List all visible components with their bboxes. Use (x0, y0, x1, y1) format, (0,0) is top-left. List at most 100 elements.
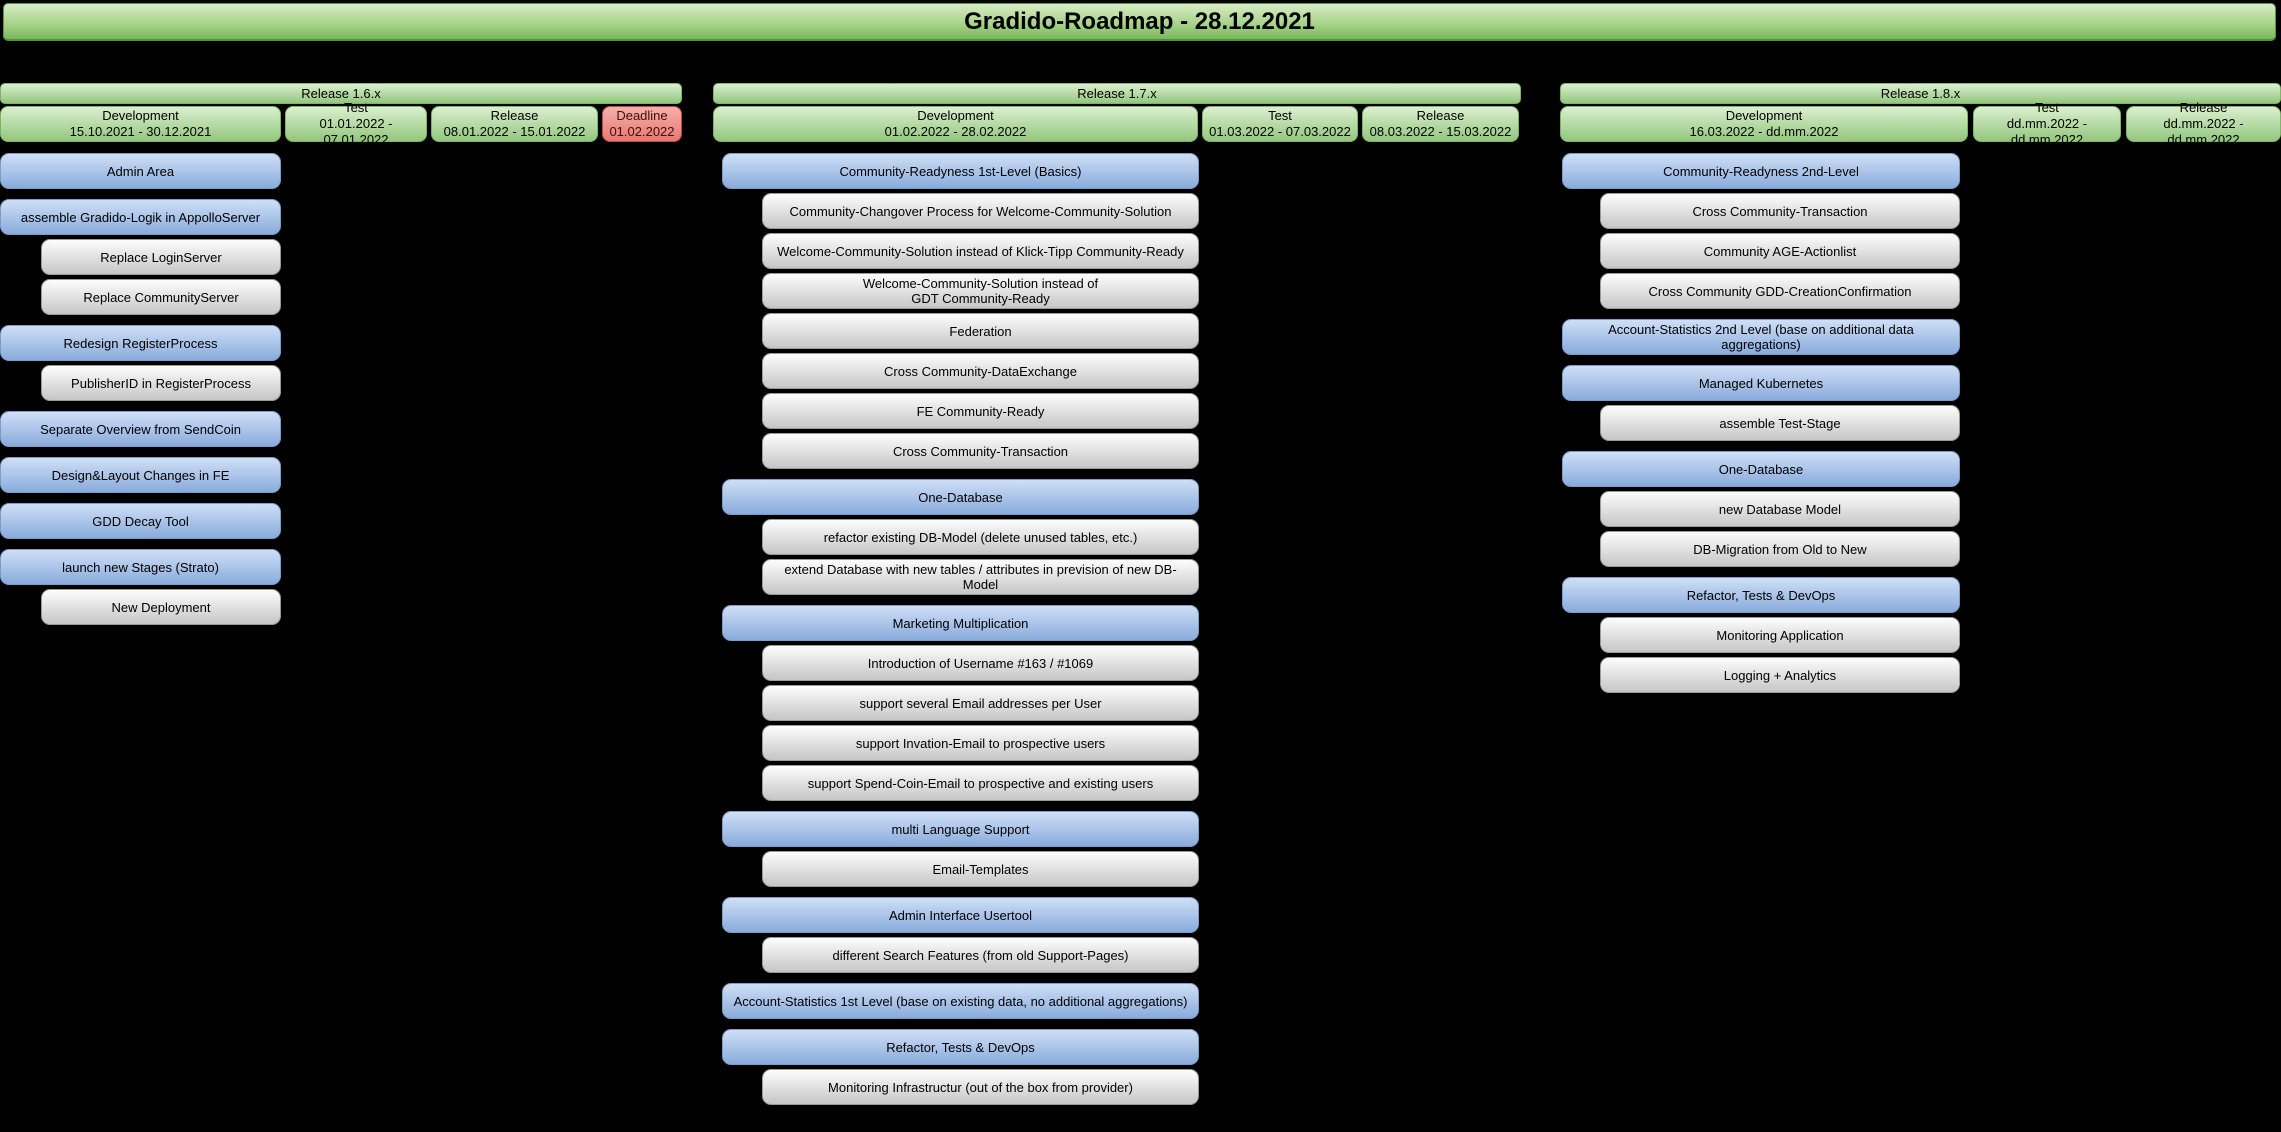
phase-dates: dd.mm.2022 - dd.mm.2022 (2163, 116, 2244, 147)
task-child-box: support Invation-Email to prospective us… (762, 725, 1199, 761)
task-child-box: Cross Community GDD-CreationConfirmation (1600, 273, 1960, 309)
page-title: Gradido-Roadmap - 28.12.2021 (3, 3, 2276, 41)
task-label: Account-Statistics 1st Level (base on ex… (733, 993, 1188, 1009)
task-child-box: Community AGE-Actionlist (1600, 233, 1960, 269)
task-child-box: New Deployment (41, 589, 281, 625)
task-label: FE Community-Ready (916, 403, 1045, 419)
phase-dates: 15.10.2021 - 30.12.2021 (69, 124, 212, 139)
task-label: assemble Gradido-Logik in AppolloServer (20, 209, 261, 225)
phase-label: Release (1416, 108, 1465, 123)
task-label: Community-Readyness 1st-Level (Basics) (839, 163, 1082, 179)
task-parent-box: Account-Statistics 2nd Level (base on ad… (1562, 319, 1960, 355)
phase-junction-notch (595, 136, 605, 142)
phase-dates: dd.mm.2022 - dd.mm.2022 (2006, 116, 2088, 147)
phase-junction-notch (1195, 136, 1205, 142)
task-label: DB-Migration from Old to New (1693, 541, 1867, 557)
task-label: Replace LoginServer (100, 249, 222, 265)
task-label: Cross Community-Transaction (892, 443, 1069, 459)
phase-dates: 08.03.2022 - 15.03.2022 (1369, 124, 1512, 139)
task-label: Admin Interface Usertool (888, 907, 1033, 923)
task-child-box: Replace CommunityServer (41, 279, 281, 315)
task-parent-box: assemble Gradido-Logik in AppolloServer (0, 199, 281, 235)
task-child-box: PublisherID in RegisterProcess (41, 365, 281, 401)
task-label: Account-Statistics 2nd Level (base on ad… (1608, 322, 1914, 352)
task-child-box: Replace LoginServer (41, 239, 281, 275)
task-child-box: Cross Community-Transaction (1600, 193, 1960, 229)
task-parent-box: Refactor, Tests & DevOps (1562, 577, 1960, 613)
phase-dates: 01.02.2022 (609, 124, 675, 139)
phase-junction-notch (1965, 106, 1976, 112)
task-label: Monitoring Application (1716, 627, 1844, 643)
task-label: Cross Community-DataExchange (884, 363, 1077, 379)
task-label: GDD Decay Tool (92, 513, 189, 529)
task-child-box: Monitoring Infrastructur (out of the box… (762, 1069, 1199, 1105)
phase-label: Development (917, 108, 994, 123)
task-group: Community-Readyness 1st-Level (Basics) Co… (722, 153, 1199, 469)
task-child-box: FE Community-Ready (762, 393, 1199, 429)
phase-dates: 16.03.2022 - dd.mm.2022 (1689, 124, 1839, 139)
task-child-box: assemble Test-Stage (1600, 405, 1960, 441)
task-list: Admin Area assemble Gradido-Logik in Appo… (0, 153, 281, 635)
phase-label: Test (1268, 108, 1292, 123)
task-label: Federation (949, 323, 1012, 339)
task-label: different Search Features (from old Supp… (832, 947, 1129, 963)
phase-label: Release (2179, 100, 2228, 115)
task-label: assemble Test-Stage (1719, 415, 1841, 431)
phase-dates: 01.01.2022 - 07.01.2022 (319, 116, 393, 147)
task-child-box: Cross Community-Transaction (762, 433, 1199, 469)
task-label: refactor existing DB-Model (delete unuse… (823, 529, 1138, 545)
task-group: Account-Statistics 1st Level (base on ex… (722, 983, 1199, 1019)
phase-dates: 08.01.2022 - 15.01.2022 (443, 124, 586, 139)
task-parent-box: GDD Decay Tool (0, 503, 281, 539)
task-label: Admin Area (106, 163, 175, 179)
task-label: Logging + Analytics (1723, 667, 1837, 683)
task-label: PublisherID in RegisterProcess (71, 375, 251, 391)
task-label: Community-Changover Process for Welcome-… (789, 203, 1172, 219)
task-group: Separate Overview from SendCoin (0, 411, 281, 447)
phase-junction-notch (2118, 106, 2129, 112)
phase-label: Development (102, 108, 179, 123)
task-parent-box: Admin Area (0, 153, 281, 189)
task-label: Redesign RegisterProcess (63, 335, 218, 351)
task-label: support Spend-Coin-Email to prospective … (807, 775, 1154, 791)
task-label: support several Email addresses per User (859, 695, 1102, 711)
task-child-box: refactor existing DB-Model (delete unuse… (762, 519, 1199, 555)
task-parent-box: Community-Readyness 1st-Level (Basics) (722, 153, 1199, 189)
task-label: Welcome-Community-Solution instead of GD… (862, 276, 1099, 306)
task-child-box: Community-Changover Process for Welcome-… (762, 193, 1199, 229)
phase-junction-notch (424, 136, 434, 142)
task-child-box: Cross Community-DataExchange (762, 353, 1199, 389)
task-parent-box: Design&Layout Changes in FE (0, 457, 281, 493)
task-child-box: extend Database with new tables / attrib… (762, 559, 1199, 595)
phase-junction-notch (424, 106, 434, 112)
task-label: Cross Community-Transaction (1692, 203, 1868, 219)
task-child-box: Federation (762, 313, 1199, 349)
task-group: Admin Interface Usertool different Search… (722, 897, 1199, 973)
release-header: Release 1.7.x (713, 83, 1521, 104)
task-label: Community-Readyness 2nd-Level (1663, 163, 1859, 179)
task-parent-box: Marketing Multiplication (722, 605, 1199, 641)
phase-dates: 01.03.2022 - 07.03.2022 (1209, 124, 1351, 139)
task-parent-box: launch new Stages (Strato) (0, 549, 281, 585)
task-label: new Database Model (1718, 501, 1842, 517)
task-group: Account-Statistics 2nd Level (base on ad… (1562, 319, 1960, 355)
phase-junction-notch (595, 106, 605, 112)
phase-label: Test (2035, 100, 2059, 115)
task-label: Managed Kubernetes (1698, 375, 1824, 391)
release-header: Release 1.8.x (1560, 83, 2281, 104)
phase-junction-notch (2118, 136, 2129, 142)
task-group: Design&Layout Changes in FE (0, 457, 281, 493)
